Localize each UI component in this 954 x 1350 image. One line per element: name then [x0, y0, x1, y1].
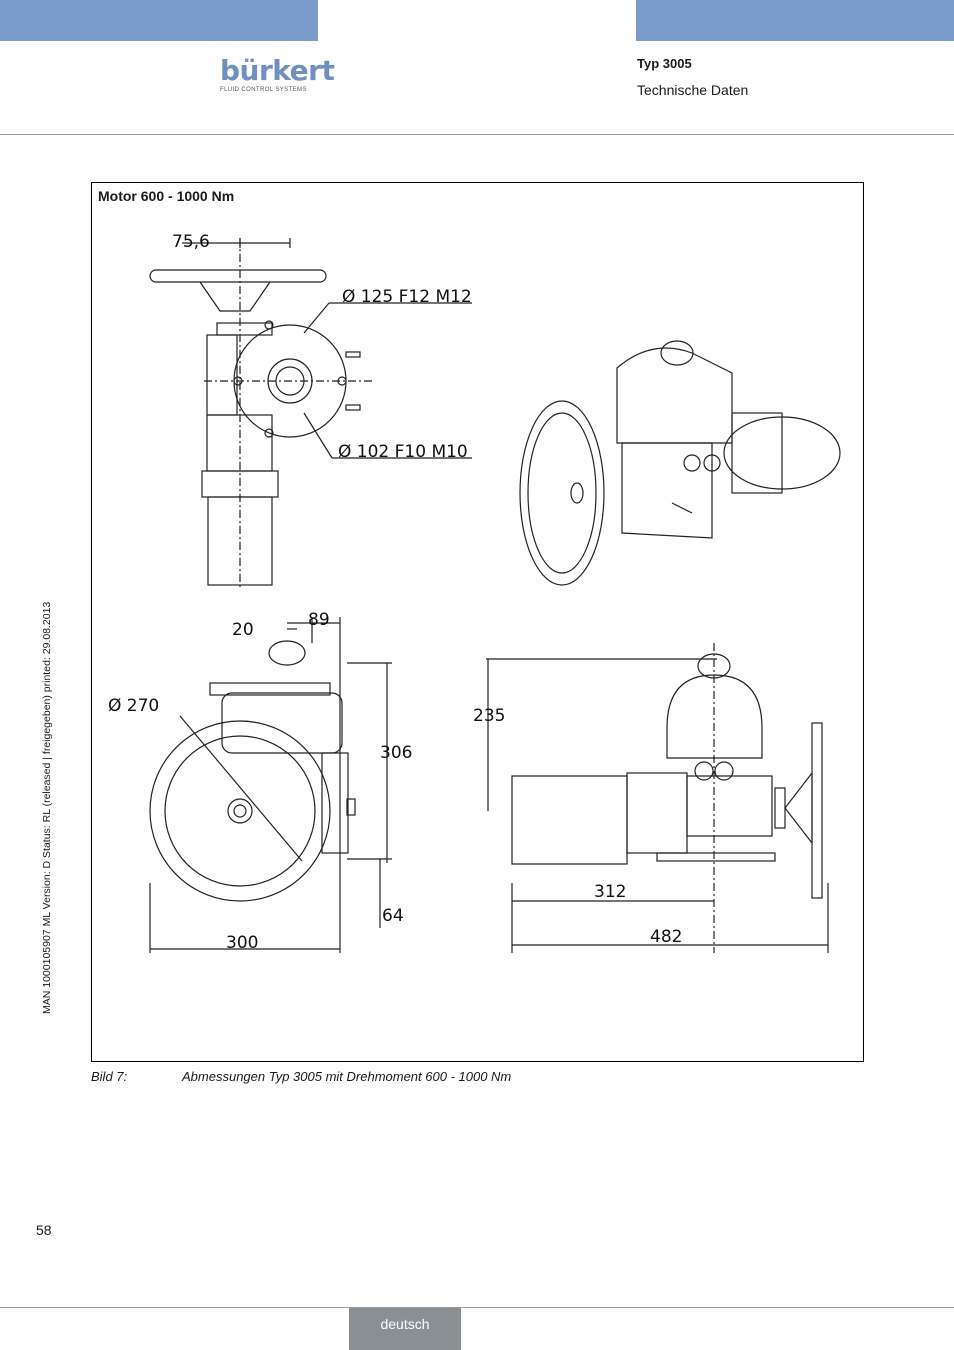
dim-89: 89 [308, 610, 330, 630]
side-view-drawing [486, 643, 829, 953]
dim-300: 300 [226, 933, 258, 953]
section-title: Technische Daten [637, 82, 749, 98]
figure-frame: 75,6 Ø 125 F12 M12 Ø 102 F10 M10 20 89 Ø… [91, 182, 864, 1062]
header-divider [0, 134, 954, 135]
dim-75-6: 75,6 [172, 232, 210, 252]
caption-label: Bild 7: [91, 1069, 128, 1084]
figure-title: Motor 600 - 1000 Nm [98, 188, 235, 204]
dim-64: 64 [382, 906, 404, 926]
document-type: Typ 3005 [637, 56, 692, 71]
language-tab[interactable]: deutsch [349, 1308, 461, 1350]
page-number: 58 [36, 1222, 52, 1238]
document-meta-vertical: MAN 1000105907 ML Version: D Status: RL … [41, 601, 53, 1014]
dim-flange-125: Ø 125 F12 M12 [342, 287, 472, 307]
dim-20: 20 [232, 620, 254, 640]
top-view-drawing [149, 238, 472, 588]
caption-text: Abmessungen Typ 3005 mit Drehmoment 600 … [182, 1069, 512, 1084]
technical-drawing: 75,6 Ø 125 F12 M12 Ø 102 F10 M10 20 89 Ø… [108, 232, 841, 953]
front-view-drawing [149, 617, 392, 953]
header-band-left [0, 0, 318, 41]
dim-flange-102: Ø 102 F10 M10 [338, 442, 468, 462]
isometric-view-drawing [519, 340, 841, 586]
footer-divider [0, 1307, 954, 1308]
dim-270: Ø 270 [108, 696, 159, 716]
header-band-right [636, 0, 954, 41]
dim-306: 306 [380, 743, 412, 763]
dim-235: 235 [473, 706, 505, 726]
logo-tagline: FLUID CONTROL SYSTEMS [220, 87, 307, 93]
dim-312: 312 [594, 882, 626, 902]
dim-482: 482 [650, 927, 682, 947]
burkert-logo: bürkert FLUID CONTROL SYSTEMS [220, 54, 335, 94]
logo-wordmark: bürkert [220, 54, 335, 87]
